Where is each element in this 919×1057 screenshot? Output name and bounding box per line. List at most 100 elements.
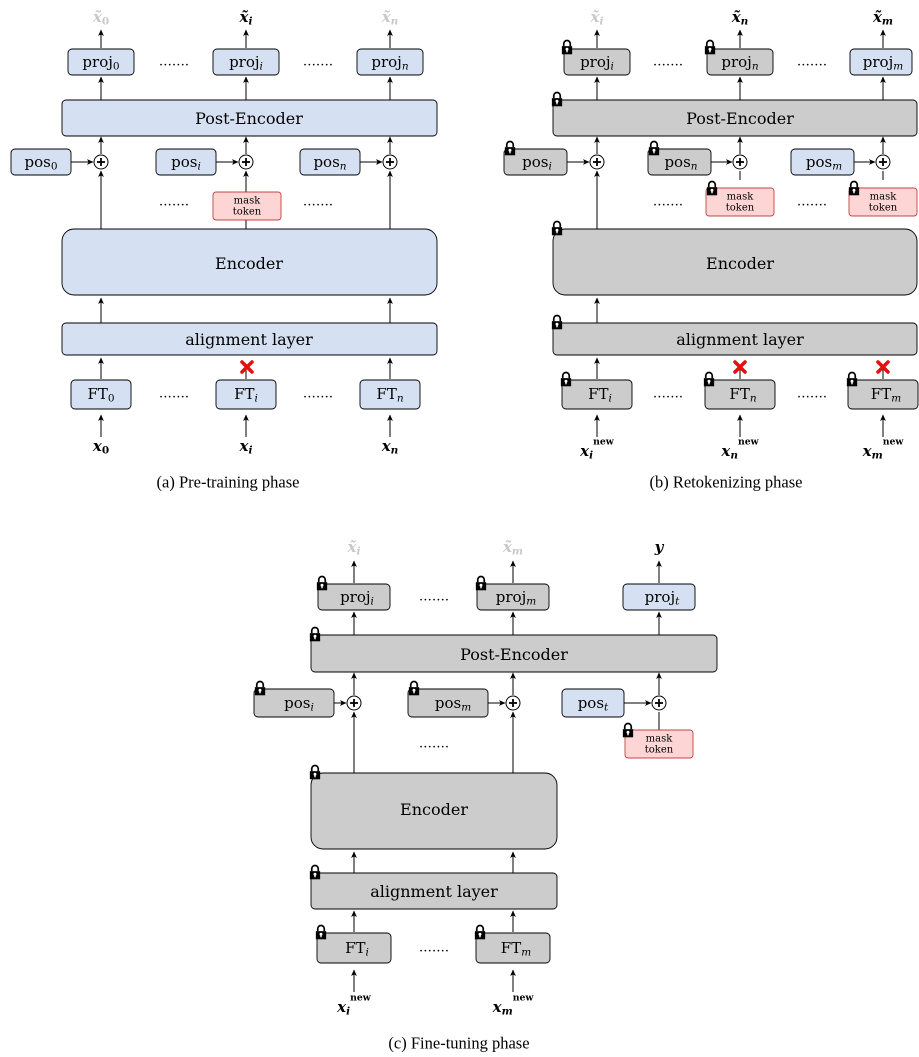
a-output-2: x̃n (381, 8, 399, 28)
c-proj-label-1-subscript: m (526, 596, 536, 608)
c-input-0-superscript: new (350, 992, 372, 1003)
c-input-1-superscript: new (513, 992, 535, 1003)
b-encoder-lock-icon (551, 220, 563, 236)
c-pos-label-1-subscript: m (461, 702, 471, 714)
a-pos-label-0-text: pos (24, 153, 50, 171)
b-pos-label-2: posm (806, 153, 842, 173)
b-post-encoder-label-text: Post-Encoder (686, 109, 794, 128)
a-proj-1 (212, 48, 280, 76)
a-output-0: x̃0 (92, 8, 109, 28)
c-pos-label-2-text: pos (578, 694, 604, 712)
a-pos-label-1: posi (171, 153, 201, 173)
a-pos-1 (155, 148, 217, 176)
c-proj-label-0-subscript: i (371, 596, 374, 608)
b-ft-lock-icon-1 (703, 371, 715, 387)
a-input-0-subscript: 0 (102, 445, 109, 457)
c-alignment-layer (310, 872, 558, 910)
c-pos-label-0: posi (284, 694, 314, 714)
a-input-2: xn (381, 437, 399, 457)
a-mask-token-line1: mask (234, 196, 262, 207)
c-pos-label-2-subscript: t (604, 702, 609, 714)
b-ft-label-1-text: FT (729, 385, 749, 403)
b-input-2-text: x (862, 442, 873, 460)
a-ft-label-1-subscript: i (255, 393, 258, 405)
a-ft-label-2-subscript: n (397, 393, 404, 405)
b-alignment-lock-icon (551, 314, 563, 330)
b-mask-lock-icon-1 (706, 180, 718, 196)
c-ft-label-1: FTm (501, 939, 531, 959)
a-encoder (61, 228, 438, 296)
b-mask-token-1-line1: mask (727, 192, 755, 203)
b-input-0-superscript: new (593, 436, 615, 447)
a-alignment-layer (61, 322, 438, 356)
c-mask-token-line2: token (645, 745, 674, 756)
c-pos-lock-icon-1 (408, 680, 420, 696)
c-encoder-label-text: Encoder (400, 800, 468, 819)
a-ft-1 (215, 379, 277, 410)
c-encoder-lock-icon (309, 764, 321, 780)
b-dots-proj-1: ……. (653, 55, 683, 70)
a-post-encoder-label-text: Post-Encoder (195, 109, 303, 128)
b-proj-label-0-subscript: i (611, 61, 614, 73)
a-encoder-label-text: Encoder (215, 254, 283, 273)
b-ft-label-1: FTn (729, 385, 756, 405)
b-ft-label-2: FTm (871, 385, 901, 405)
a-input-0: x0 (92, 437, 109, 457)
c-encoder-label: Encoder (400, 800, 468, 819)
c-pos-label-1-text: pos (435, 694, 461, 712)
b-pos-label-1-text: pos (664, 153, 690, 171)
b-proj-label-2: projm (863, 53, 903, 73)
a-mask-token-box (212, 191, 282, 221)
b-output-2: x̃m (872, 8, 893, 28)
a-pos-2 (299, 148, 361, 176)
c-alignment-lock-icon (309, 864, 321, 880)
a-dots-proj-2: ……. (303, 55, 333, 70)
b-ft-2 (847, 379, 919, 410)
b-mask-token-1-line2: token (726, 203, 755, 214)
c-ft-label-0-subscript: i (366, 947, 369, 959)
c-output-0: x̃i (347, 538, 361, 558)
a-ft-label-0-text: FT (87, 385, 107, 403)
b-encoder (552, 228, 918, 296)
b-post-encoder-lock-icon (551, 91, 563, 107)
c-proj-label-0: proji (340, 588, 374, 608)
c-post-encoder-label: Post-Encoder (460, 645, 568, 664)
a-input-1: xi (239, 437, 253, 457)
a-pos-label-0: pos0 (24, 153, 57, 173)
b-output-0-subscript: i (599, 16, 603, 28)
a-ft-label-1: FTi (234, 385, 258, 405)
b-alignment-layer (552, 322, 918, 356)
b-cross-icon-1 (733, 360, 747, 374)
c-proj-label-1-text: proj (496, 588, 526, 606)
b-mask-token-2-box (848, 187, 918, 217)
c-dots-ft: ……. (419, 941, 449, 956)
b-proj-label-0: proji (580, 53, 614, 73)
c-ft-lock-icon-0 (315, 924, 327, 940)
c-mask-token-box (624, 729, 694, 759)
c-ft-lock-icon-1 (474, 924, 486, 940)
c-input-1-text: x (492, 998, 503, 1016)
b-proj-label-1-text: proj (721, 53, 751, 71)
a-ft-label-2: FTn (376, 385, 403, 405)
b-alignment-label-text: alignment layer (676, 330, 804, 349)
b-mask-token-1-box (705, 187, 775, 217)
b-proj-label-1-subscript: n (752, 61, 759, 73)
b-ft-label-0-subscript: i (609, 393, 612, 405)
c-dots-mid: ……. (419, 737, 449, 752)
a-proj-label-1: proji (229, 53, 263, 73)
c-pos-label-0-subscript: i (310, 702, 313, 714)
b-output-1-text: x̃ (731, 8, 742, 26)
b-ft-label-2-text: FT (871, 385, 891, 403)
c-proj-label-2-text: proj (645, 588, 675, 606)
b-encoder-label-text: Encoder (706, 254, 774, 273)
a-pos-label-2-subscript: n (340, 161, 347, 173)
a-caption: (a) Pre-training phase (157, 473, 300, 492)
a-output-2-subscript: n (391, 16, 399, 28)
b-pos-label-1: posn (664, 153, 697, 173)
b-proj-label-2-subscript: m (893, 61, 903, 73)
b-input-1-text: x (720, 442, 731, 460)
a-pos-label-0-subscript: 0 (51, 161, 58, 173)
c-dots-proj: ……. (419, 590, 449, 605)
b-output-2-text: x̃ (872, 8, 883, 26)
